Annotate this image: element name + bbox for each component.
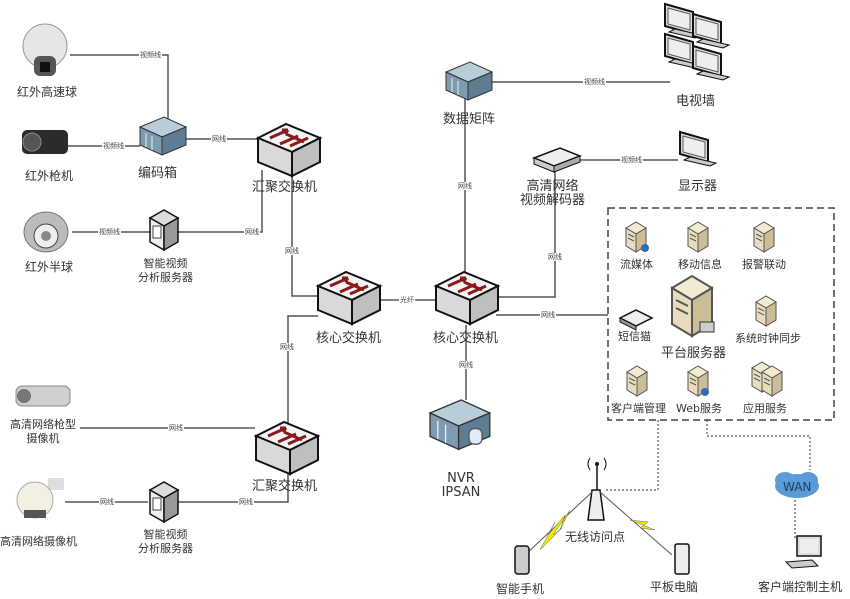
label-wireless-ap: 无线访问点 [565,530,626,544]
globe-icon [701,388,709,396]
monitor-icon [679,131,717,167]
label-smart-video-top: 智能视频分析服务器 [138,257,193,284]
link-analyzer-aggswitch [178,170,263,233]
label-wan: WAN [783,480,812,494]
link-label: 网线 [540,311,556,319]
alarm-link-icon [753,221,775,253]
link-label: 网线 [99,498,115,506]
link-platform-wan [706,420,811,470]
label-ir-half-dome: 红外半球 [25,260,74,274]
label-hd-bullet: 高清网络枪型摄像机 [10,418,76,445]
smartphone-icon [514,545,530,575]
label-ir-speed-dome: 红外高速球 [17,85,78,99]
smart-analyzer-top-icon [149,209,179,251]
link-label: 网线 [458,361,474,369]
label-hd-camera: 高清网络摄像机 [0,535,77,548]
link-platform-ap [605,420,659,491]
clock-sync-icon [755,295,777,327]
label-agg-switch-top: 汇聚交换机 [252,180,318,195]
label-core-switch-left: 核心交换机 [316,331,382,346]
label-core-switch-right: 核心交换机 [433,331,499,346]
mobile-info-icon [687,221,709,253]
link-label: 视频线 [583,78,606,86]
data-matrix-icon [445,61,493,101]
label-ir-bullet: 红外枪机 [25,169,74,183]
ir-half-dome-icon [23,211,69,253]
service-app: 应用服务 [743,402,787,415]
terminal-icon [699,321,715,333]
tablet-icon [674,543,690,575]
link-label: 视频线 [620,156,643,164]
link-label: 网线 [457,182,473,190]
link-label: 视频线 [139,51,162,59]
service-client-mgmt: 客户端管理 [611,402,666,415]
service-alarm-link: 报警联动 [742,258,786,271]
client-host-icon [784,535,822,569]
wireless-ap-icon [587,457,607,521]
link-label: 光纤 [399,296,415,304]
nvr-ipsan-icon [429,399,491,451]
link-label: 网线 [284,247,300,255]
service-streaming: 流媒体 [620,258,653,271]
sms-modem-icon [618,309,654,331]
encoder-box-icon [139,116,187,156]
service-web: Web服务 [676,402,722,415]
label-smartphone: 智能手机 [496,582,545,596]
label-client-host: 客户端控制主机 [758,580,843,594]
link-label: 视频线 [102,142,125,150]
label-tv-wall: 电视墙 [676,94,716,109]
app-service-icon [751,361,783,397]
globe-icon [641,244,649,252]
link-core-aggbottom [287,315,318,430]
link-label: 网线 [211,135,227,143]
label-data-matrix: 数据矩阵 [443,112,496,127]
core-switch-right-icon [434,270,500,326]
wireless-signal-icon [539,509,571,551]
hd-decoder-icon [531,147,583,173]
client-mgmt-icon [626,365,648,397]
label-agg-switch-bottom: 汇聚交换机 [252,479,318,494]
link-label: 网线 [168,424,184,432]
agg-switch-bottom-icon [254,420,320,476]
link-label: 网线 [279,343,295,351]
smart-analyzer-bottom-icon [149,481,179,523]
ir-speed-dome-icon [22,23,68,76]
link-label: 网线 [244,228,260,236]
label-smart-video-bottom: 智能视频分析服务器 [138,528,193,555]
link-label: 网线 [238,498,254,506]
link-label: 网线 [547,253,563,261]
wan-cloud-icon [775,472,819,498]
link-aggswitch-core [291,175,318,297]
platform-server-title: 平台服务器 [661,346,727,361]
hd-ptz-camera-icon [16,478,64,519]
core-switch-left-icon [316,270,382,326]
link-analyzer-aggbottom [178,472,289,503]
link-speeddome-encoder [70,54,169,120]
agg-switch-top-icon [256,122,322,178]
service-sms-modem: 短信猫 [618,330,651,343]
hd-bullet-camera-icon [15,385,71,407]
service-mobile-info: 移动信息 [678,258,722,271]
label-monitor: 显示器 [678,179,718,194]
link-label: 视频线 [98,228,121,236]
label-tablet: 平板电脑 [650,580,699,594]
platform-server-group [607,207,835,421]
ir-bullet-camera-icon [22,130,68,154]
label-hd-decoder: 高清网络视频解码器 [520,179,586,208]
tv-wall-icon [664,3,730,81]
link-decoder-core [496,163,556,298]
wireless-signal-icon [629,519,656,531]
service-clock-sync: 系统时钟同步 [735,332,801,345]
label-encoder-box: 编码箱 [138,166,178,181]
